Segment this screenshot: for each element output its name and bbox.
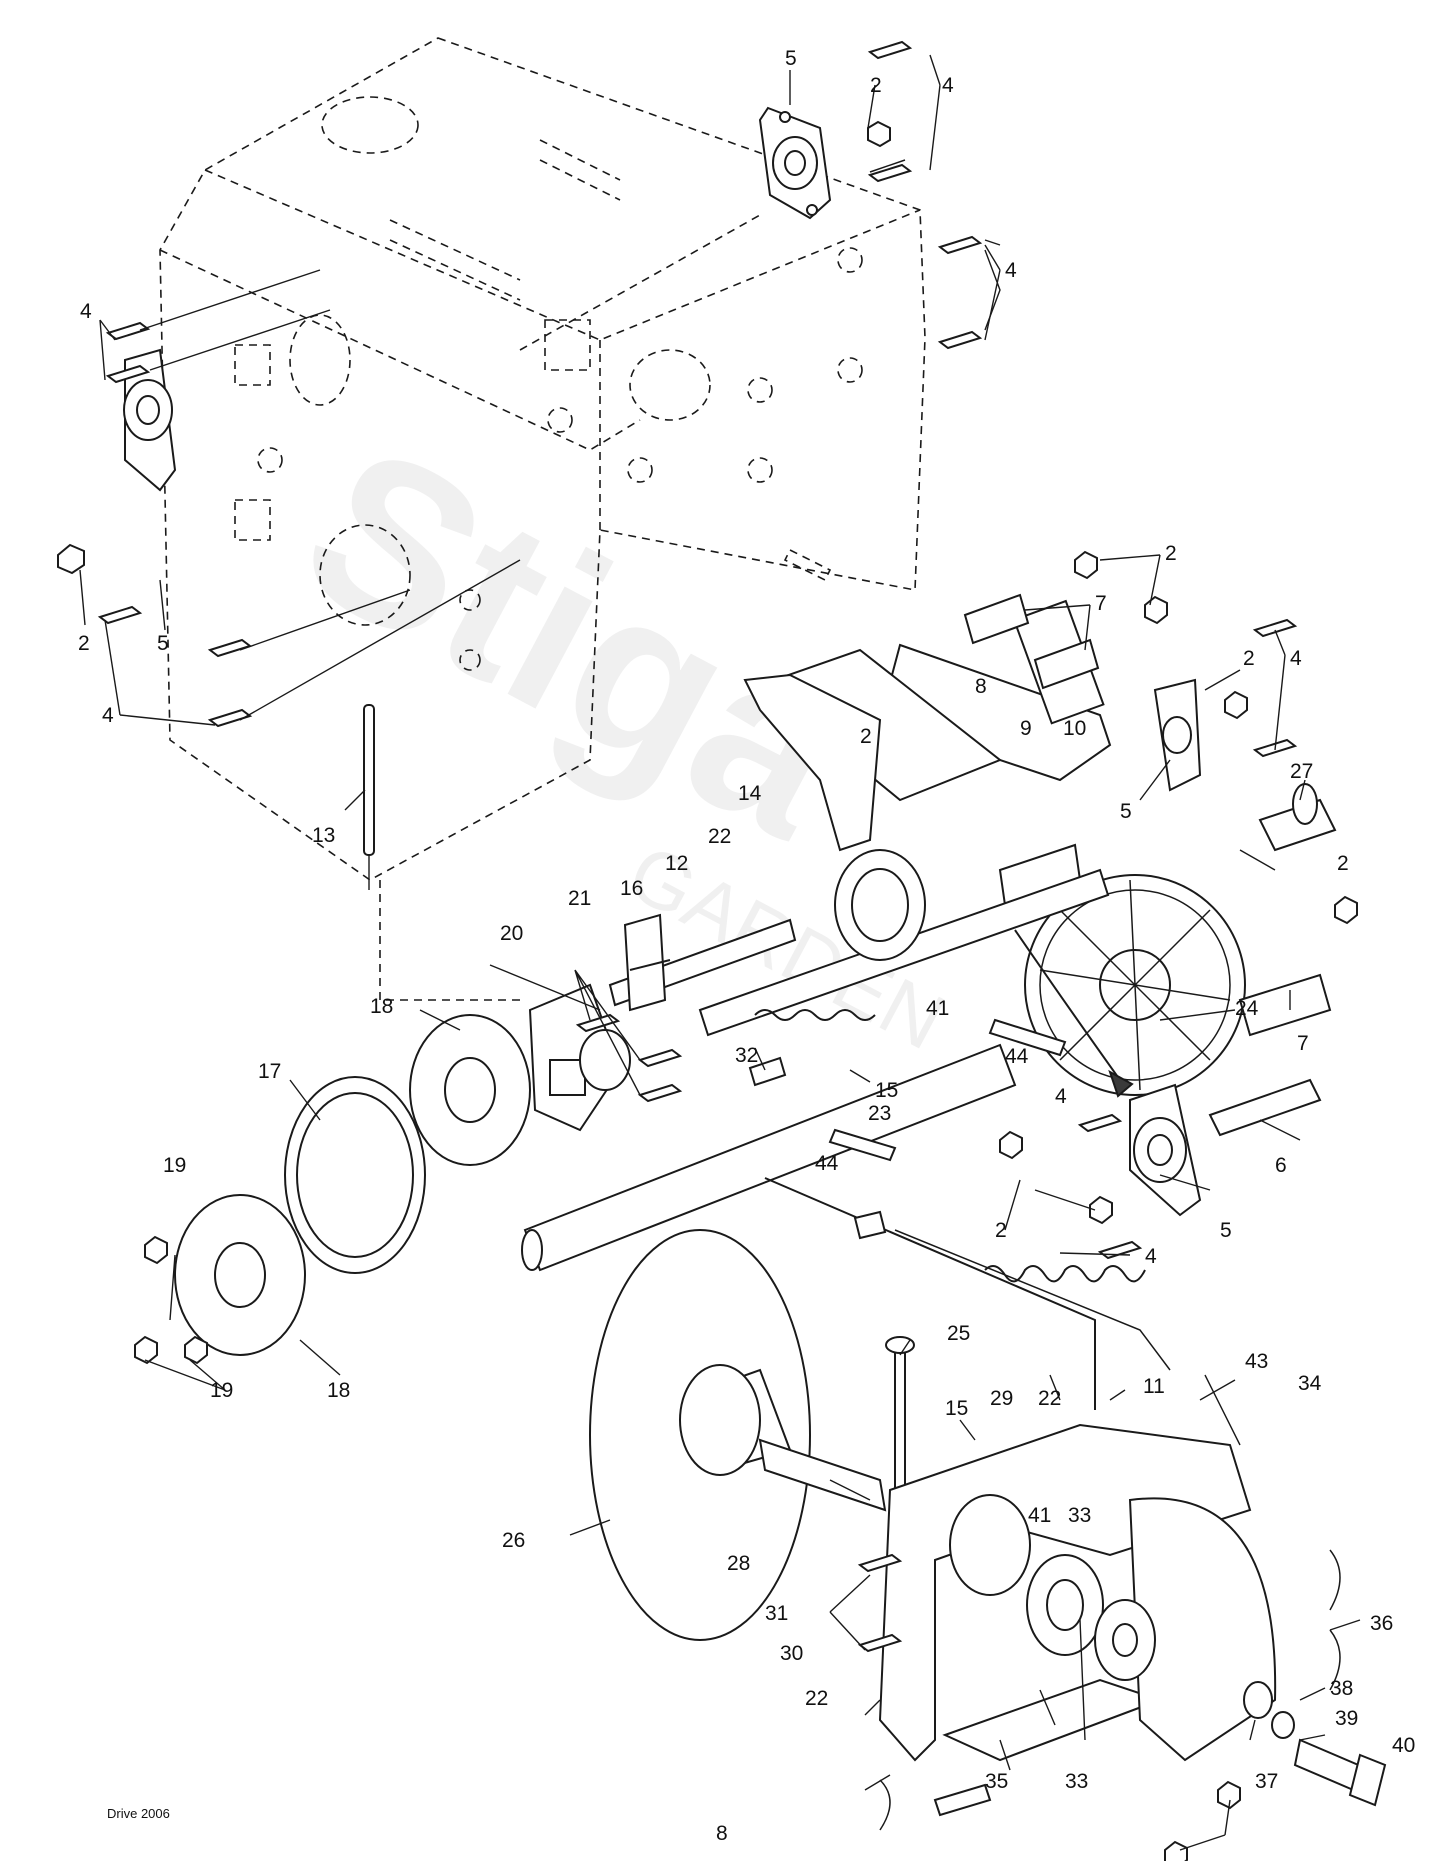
callout-21: 21 (568, 887, 591, 910)
callout-22: 22 (708, 825, 731, 848)
callout-9: 9 (1020, 717, 1032, 740)
flange-bearing-left (57, 269, 521, 728)
callout-leaders (79, 54, 1361, 1851)
flange-bearing-top (758, 40, 913, 220)
callout-15: 15 (945, 1397, 968, 1420)
bolts-right-upper (937, 235, 1001, 350)
callout-23: 23 (868, 1102, 891, 1125)
callout-labels: 5 2 4 4 4 2 5 4 2 7 2 4 8 2 9 10 14 5 27… (78, 47, 1415, 1793)
callout-40: 40 (1392, 1734, 1415, 1757)
callout-5: 5 (157, 632, 169, 655)
callout-32: 32 (735, 1044, 758, 1067)
callout-19: 19 (163, 1154, 186, 1177)
callout-2: 2 (78, 632, 90, 655)
callout-35: 35 (985, 1770, 1008, 1793)
spring-and-key (748, 1009, 876, 1087)
shift-rod-assembly (764, 1177, 1171, 1410)
lower-bracket-assembly (857, 1423, 1387, 1861)
callout-22: 22 (1038, 1387, 1061, 1410)
callout-11: 11 (1143, 1375, 1165, 1398)
callout-44: 44 (815, 1152, 839, 1175)
callout-7: 7 (1095, 592, 1107, 615)
callout-6: 6 (1275, 1154, 1287, 1177)
watermark-brand: Stiga (267, 395, 886, 887)
footer-section-label: Drive 2006 (107, 1806, 170, 1821)
callout-5: 5 (1120, 800, 1132, 823)
shaft-13 (363, 704, 375, 890)
callout-2: 2 (870, 74, 882, 97)
callout-2: 2 (860, 725, 872, 748)
gear-assembly (698, 599, 1337, 1096)
callout-12: 12 (665, 852, 688, 875)
callout-36: 36 (1370, 1612, 1393, 1635)
callout-17: 17 (258, 1060, 281, 1083)
callout-41: 41 (926, 997, 949, 1020)
callout-27: 27 (1290, 760, 1313, 783)
callout-29: 29 (990, 1387, 1013, 1410)
callout-4: 4 (942, 74, 954, 97)
callout-22: 22 (805, 1687, 828, 1710)
flange-20 (528, 983, 683, 1132)
callout-2: 2 (1243, 647, 1255, 670)
callout-30: 30 (780, 1642, 803, 1665)
callout-5: 5 (785, 47, 797, 70)
callout-10: 10 (1063, 717, 1086, 740)
callout-2: 2 (1337, 852, 1349, 875)
page-number: 8 (716, 1822, 728, 1845)
callout-7: 7 (1297, 1032, 1309, 1055)
callout-18: 18 (327, 1379, 350, 1402)
callout-38: 38 (1330, 1677, 1353, 1700)
flange-bearing-lower (999, 929, 1322, 1260)
callout-4: 4 (1145, 1245, 1157, 1268)
callout-26: 26 (502, 1529, 525, 1552)
callout-4: 4 (1055, 1085, 1067, 1108)
callout-2: 2 (1165, 542, 1177, 565)
callout-33: 33 (1065, 1770, 1088, 1793)
callout-20: 20 (500, 922, 523, 945)
callout-16: 16 (620, 877, 643, 900)
callout-19: 19 (210, 1379, 233, 1402)
housing-outline (159, 37, 926, 1001)
callout-28: 28 (727, 1552, 750, 1575)
drive-plate-assembly (608, 673, 926, 1012)
callout-37: 37 (1255, 1770, 1278, 1793)
callout-5: 5 (1220, 1219, 1232, 1242)
callout-39: 39 (1335, 1707, 1358, 1730)
callout-24: 24 (1235, 997, 1259, 1020)
callout-2: 2 (995, 1219, 1007, 1242)
callout-18: 18 (370, 995, 393, 1018)
callout-31: 31 (765, 1602, 788, 1625)
shaft-tube (521, 1018, 1067, 1272)
callout-4: 4 (1005, 259, 1017, 282)
callout-34: 34 (1298, 1372, 1322, 1395)
callout-44: 44 (1005, 1045, 1029, 1068)
callout-25: 25 (947, 1322, 970, 1345)
callout-8: 8 (975, 675, 987, 698)
callout-4: 4 (80, 300, 92, 323)
callout-4: 4 (1290, 647, 1302, 670)
callout-41: 41 (1028, 1504, 1051, 1527)
callout-4: 4 (102, 704, 114, 727)
callout-13: 13 (312, 824, 335, 847)
callout-33: 33 (1068, 1504, 1091, 1527)
callout-14: 14 (738, 782, 762, 805)
callout-15: 15 (875, 1079, 898, 1102)
spacers-and-nuts (963, 550, 1358, 925)
clutch-plates (134, 1014, 531, 1365)
friction-disc-assembly (589, 1229, 915, 1641)
callout-43: 43 (1245, 1350, 1268, 1373)
